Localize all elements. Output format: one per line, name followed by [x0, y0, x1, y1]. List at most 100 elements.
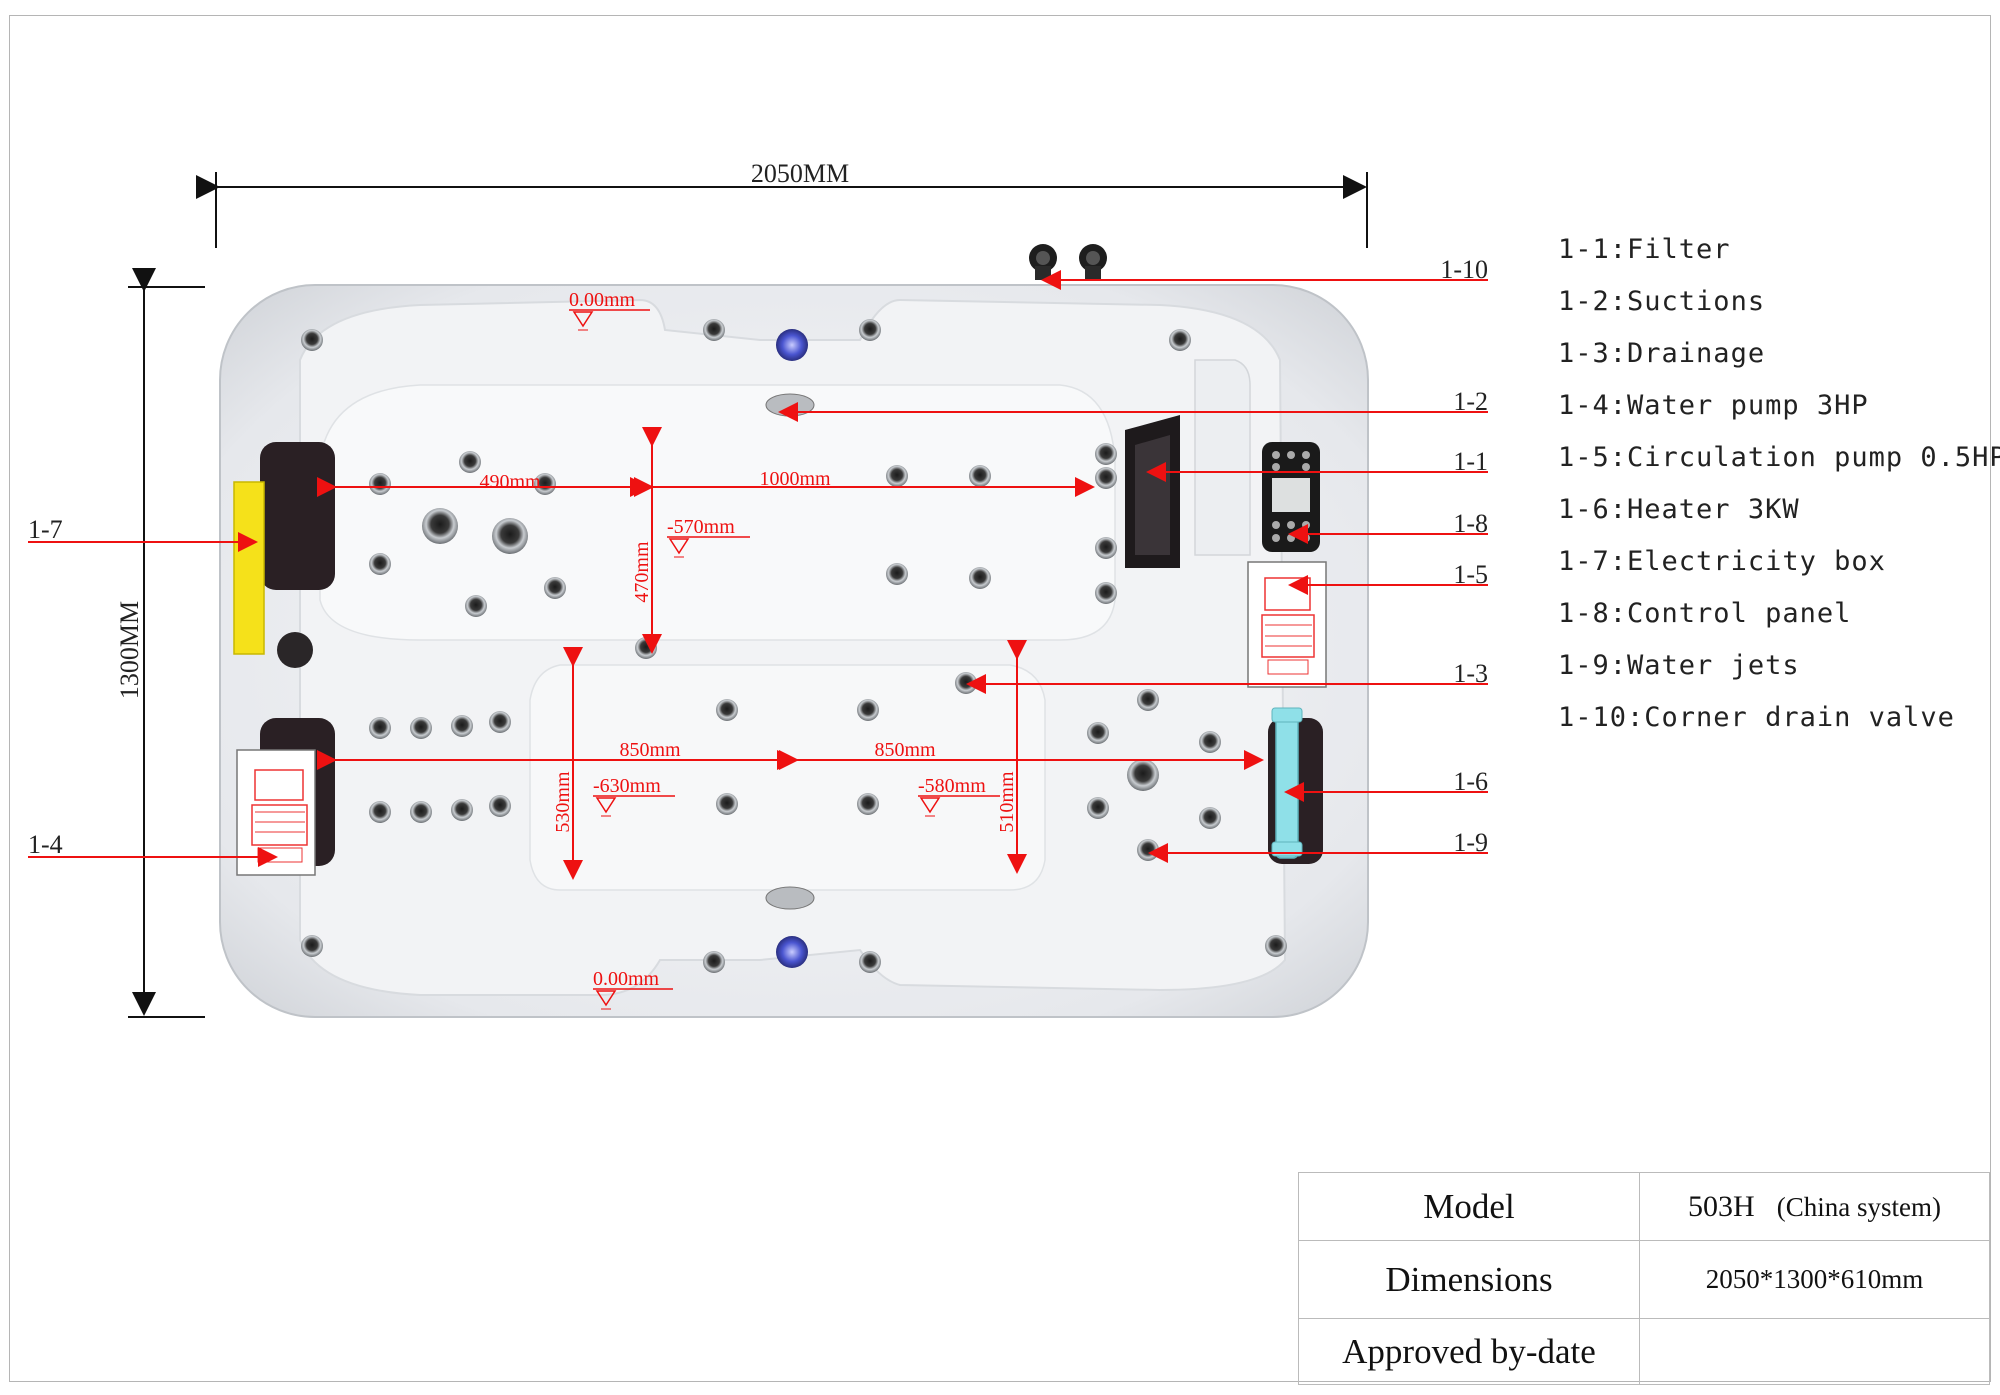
- dim-470: 470mm: [631, 541, 653, 603]
- water-jet: [886, 465, 908, 487]
- title-block-table: Model 503H (China system) Dimensions 2050…: [1298, 1172, 1990, 1385]
- legend-item-1-6: 1-6:Heater 3KW: [1558, 494, 1800, 525]
- water-jet: [1137, 839, 1159, 861]
- legend-item-1-1: 1-1:Filter: [1558, 234, 1731, 265]
- water-jet: [969, 567, 991, 589]
- air-control-knob: [277, 632, 313, 668]
- depth-630: -630mm: [593, 775, 661, 797]
- water-jet: [857, 793, 879, 815]
- depth-markers: 0.00mm 0.00mm -570mm -630mm -580mm: [569, 289, 1000, 1010]
- dim-490: 490mm: [479, 471, 541, 493]
- water-jet: [489, 795, 511, 817]
- filter-housing: [1125, 415, 1180, 568]
- legend-item-1-5: 1-5:Circulation pump 0.5HP: [1558, 442, 2000, 473]
- callout-1-3: 1-3: [1453, 659, 1488, 688]
- model-number: 503H: [1688, 1189, 1755, 1223]
- water-jet: [1087, 797, 1109, 819]
- width-label: 2050MM: [751, 159, 849, 188]
- massage-jet: [1127, 759, 1159, 791]
- water-jet: [1265, 935, 1287, 957]
- water-jet: [459, 451, 481, 473]
- legend-item-1-9: 1-9:Water jets: [1558, 650, 1800, 681]
- callout-1-2: 1-2: [1453, 387, 1488, 416]
- water-jet: [544, 577, 566, 599]
- water-jet: [465, 595, 487, 617]
- water-jet: [859, 951, 881, 973]
- corner-drain-valves: [1029, 244, 1107, 280]
- water-jet: [1095, 537, 1117, 559]
- legend-item-1-8: 1-8:Control panel: [1558, 598, 1852, 629]
- suction-bottom: [765, 886, 815, 910]
- water-jet: [716, 699, 738, 721]
- legend-item-1-3: 1-3:Drainage: [1558, 338, 1766, 369]
- dim-1000: 1000mm: [759, 468, 831, 490]
- water-jet: [969, 465, 991, 487]
- approved-value: [1639, 1318, 1990, 1385]
- depth-570: -570mm: [667, 516, 735, 538]
- water-jet: [369, 717, 391, 739]
- callout-1-10: 1-10: [1440, 255, 1488, 284]
- depth-bottom: 0.00mm: [593, 968, 660, 990]
- water-jet: [451, 799, 473, 821]
- water-jet: [369, 473, 391, 495]
- width-dimension: 2050MM: [196, 159, 1368, 248]
- model-note: (China system): [1776, 1191, 1941, 1222]
- drawing-border: [9, 15, 1991, 1382]
- water-jet: [410, 717, 432, 739]
- seat-dimensions: 490mm 1000mm 850mm 850mm 470mm 530mm 510…: [317, 427, 1264, 880]
- water-jet: [369, 553, 391, 575]
- legend-item-1-7: 1-7:Electricity box: [1558, 546, 1886, 577]
- dimensions-value: 2050*1300*610mm: [1639, 1240, 1990, 1319]
- depth-top: 0.00mm: [569, 289, 636, 311]
- rotary-jet: [422, 508, 458, 544]
- legend-item-1-10: 1-10:Corner drain valve: [1558, 702, 1955, 733]
- light-top: [776, 329, 808, 361]
- model-value: 503H (China system): [1639, 1172, 1990, 1241]
- light-bottom: [776, 936, 808, 968]
- legend-item-1-4: 1-4:Water pump 3HP: [1558, 390, 1869, 421]
- water-jet: [301, 329, 323, 351]
- dim-510: 510mm: [996, 771, 1018, 833]
- component-legend: 1-1:Filter 1-2:Suctions 1-3:Drainage 1-4…: [1558, 230, 2000, 750]
- callouts: 1-10 1-2 1-1 1-8 1-5 1-3 1-6 1-9 1-7 1-4: [28, 255, 1488, 867]
- callout-1-5: 1-5: [1453, 560, 1488, 589]
- water-jet: [1087, 722, 1109, 744]
- dimensions-label: Dimensions: [1298, 1240, 1640, 1319]
- legend-item-1-2: 1-2:Suctions: [1558, 286, 1766, 317]
- height-dimension: 1300MM: [115, 268, 205, 1018]
- water-jet: [1137, 689, 1159, 711]
- spa-shell: [219, 284, 1369, 1018]
- water-jet: [451, 715, 473, 737]
- water-jet: [703, 319, 725, 341]
- rotary-jet: [492, 518, 528, 554]
- dim-850-right: 850mm: [874, 739, 936, 761]
- water-jet: [859, 319, 881, 341]
- water-jet: [489, 711, 511, 733]
- headrest-top-left: [260, 442, 335, 590]
- callout-1-7: 1-7: [28, 515, 63, 544]
- water-jet: [1169, 329, 1191, 351]
- electricity-box: [233, 481, 265, 655]
- dim-530: 530mm: [552, 771, 574, 833]
- water-jet: [1199, 731, 1221, 753]
- callout-1-6: 1-6: [1453, 767, 1488, 796]
- water-jet: [857, 699, 879, 721]
- water-jet: [1095, 443, 1117, 465]
- callout-1-4: 1-4: [28, 830, 63, 859]
- callout-1-1: 1-1: [1453, 447, 1488, 476]
- water-jet: [716, 793, 738, 815]
- callout-1-9: 1-9: [1453, 828, 1488, 857]
- water-jet: [1095, 582, 1117, 604]
- water-jet: [703, 951, 725, 973]
- water-jet: [410, 801, 432, 823]
- heater: [1271, 707, 1303, 859]
- water-jet: [369, 801, 391, 823]
- dim-850-left: 850mm: [619, 739, 681, 761]
- callout-1-8: 1-8: [1453, 509, 1488, 538]
- control-panel: [1262, 442, 1320, 552]
- height-label: 1300MM: [115, 601, 144, 699]
- model-label: Model: [1298, 1172, 1640, 1241]
- water-jet: [1095, 467, 1117, 489]
- water-jet: [635, 637, 657, 659]
